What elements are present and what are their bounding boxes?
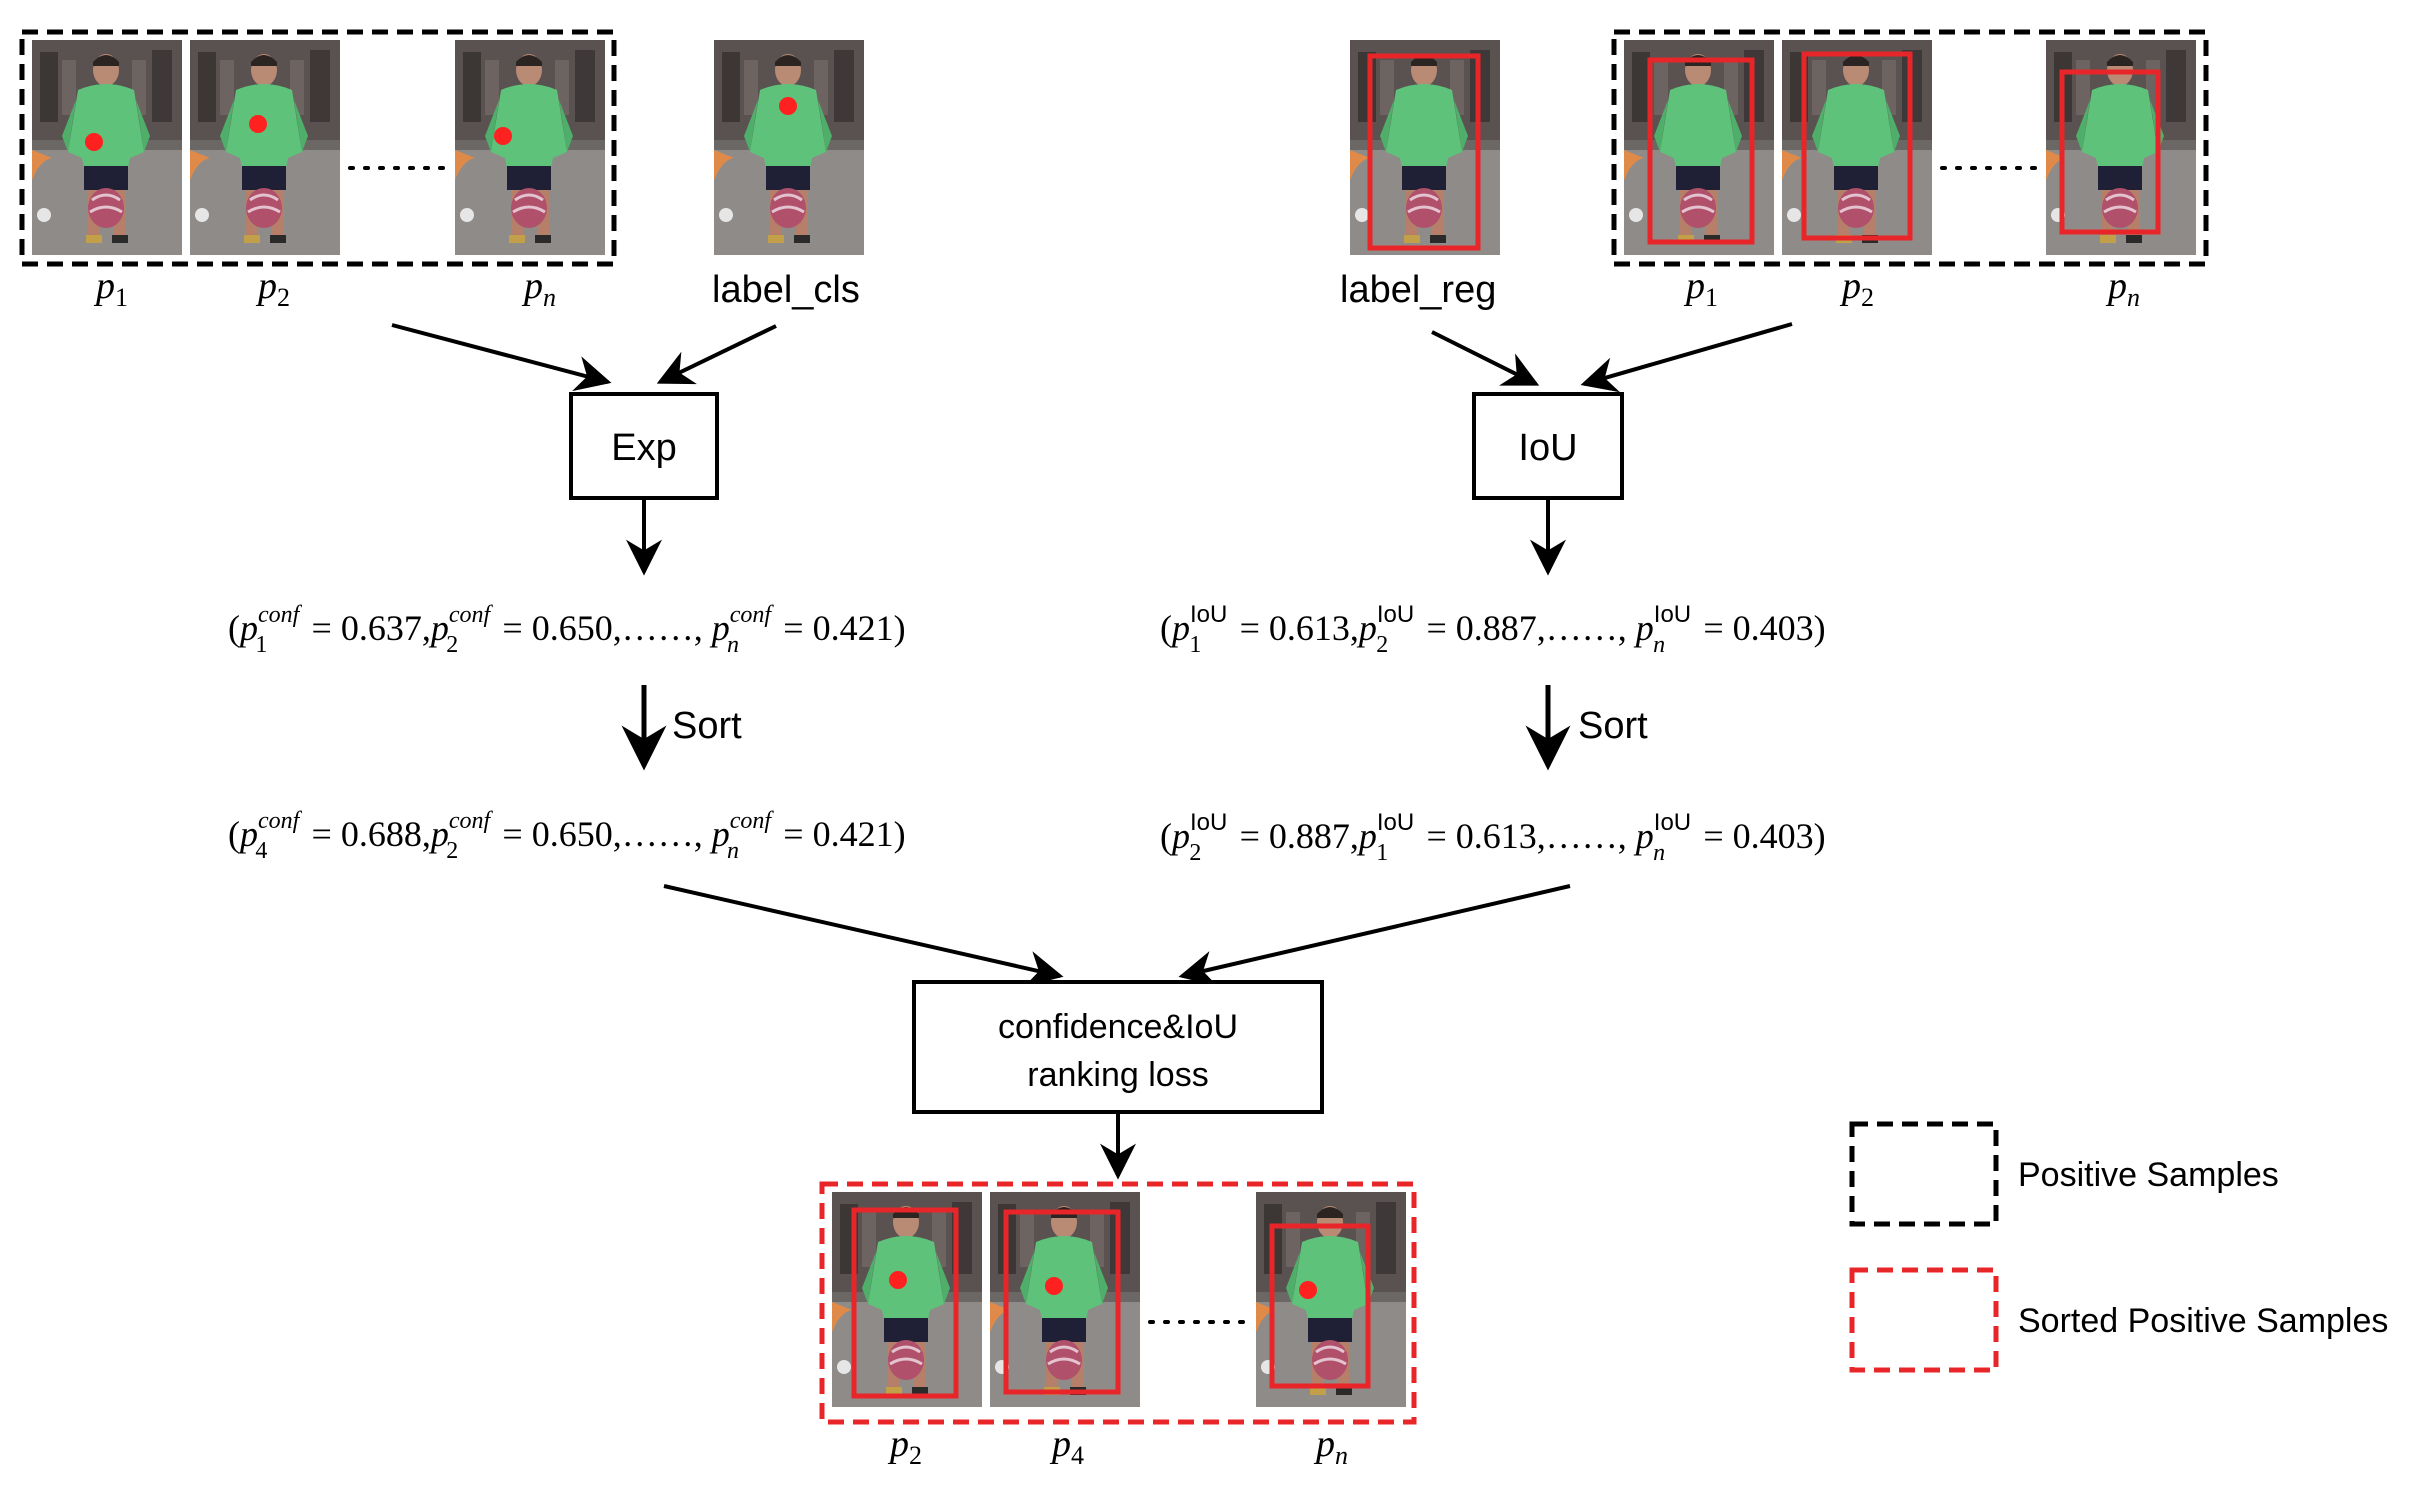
arrow-samples-to-iou — [1580, 322, 1793, 393]
exp-box — [569, 392, 719, 500]
predicted-bbox — [1801, 51, 1913, 241]
label-reg-text: label_reg — [1340, 269, 1496, 311]
ranking-loss-line2: ranking loss — [1027, 1056, 1208, 1094]
center-point-dot — [1045, 1277, 1063, 1295]
predicted-bbox — [1647, 57, 1755, 245]
arrow-samples-to-exp — [391, 323, 612, 392]
output-label-p4: p4 — [1049, 1423, 1084, 1470]
predicted-bbox — [1003, 1209, 1121, 1395]
positive-samples-border — [19, 29, 617, 267]
sample-label-p2: p2 — [1839, 265, 1874, 312]
center-point-dot — [779, 97, 797, 115]
legend-positive-label: Positive Samples — [2018, 1156, 2279, 1194]
sample-thumb-pn — [455, 40, 605, 255]
center-point-dot — [85, 133, 103, 151]
right-sort-label: Sort — [1578, 705, 1648, 747]
exp-label: Exp — [611, 427, 676, 469]
center-point-dot — [494, 127, 512, 145]
predicted-bbox — [1269, 1223, 1371, 1389]
arrow-label-to-exp — [656, 324, 777, 385]
sorted-positive-samples-group — [819, 1181, 1417, 1425]
output-label-pn: pn — [1313, 1423, 1348, 1470]
sample-thumb-p2 — [190, 40, 340, 255]
predicted-bbox — [851, 1207, 959, 1399]
sorted-samples-border — [819, 1181, 1417, 1425]
arrow-left-to-ranking — [663, 884, 1064, 987]
legend-sorted-label: Sorted Positive Samples — [2018, 1302, 2388, 1340]
arrow-label-to-iou — [1431, 330, 1540, 386]
left-sort-label: Sort — [672, 705, 742, 747]
predicted-bbox — [2059, 69, 2161, 235]
label-cls-thumb — [714, 40, 864, 255]
center-point-dot — [1299, 1281, 1317, 1299]
iou-box — [1472, 392, 1624, 500]
positive-samples-border — [1611, 29, 2209, 267]
legend-sorted-swatch — [1849, 1267, 1999, 1373]
ranking-loss-line1: confidence&IoU — [998, 1008, 1238, 1046]
arrow-right-to-ranking — [1178, 884, 1571, 987]
output-label-p2: p2 — [887, 1423, 922, 1470]
sample-label-p2: p2 — [255, 265, 290, 312]
center-point-dot — [889, 1271, 907, 1289]
sample-label-p1: p1 — [1683, 265, 1718, 312]
sample-thumb-p1 — [32, 40, 182, 255]
iou-label: IoU — [1518, 427, 1577, 469]
center-point-dot — [249, 115, 267, 133]
sample-label-pn: pn — [2105, 265, 2140, 312]
right-positive-samples-group — [1611, 29, 2209, 267]
sample-label-pn: pn — [521, 265, 556, 312]
legend: Positive Samples Sorted Positive Samples — [1849, 1121, 2388, 1373]
sample-label-p1: p1 — [93, 265, 128, 312]
gt-bbox — [1367, 53, 1481, 251]
left-positive-samples-group — [19, 29, 617, 267]
label-cls-text: label_cls — [712, 269, 860, 311]
legend-positive-swatch — [1849, 1121, 1999, 1227]
ranking-loss-box — [912, 980, 1324, 1114]
